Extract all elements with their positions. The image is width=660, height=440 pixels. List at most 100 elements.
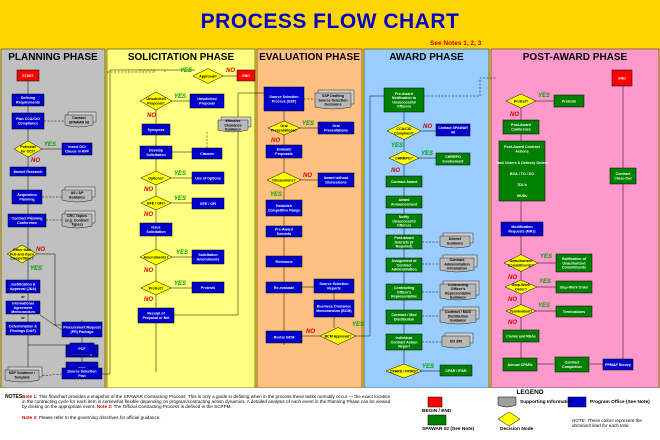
see-notes-link[interactable]: See Notes 1, 2, 3 xyxy=(430,40,482,47)
chrrpo-decision[interactable]: CHRRPO? xyxy=(388,150,420,166)
post-award-end-node[interactable]: END xyxy=(611,69,633,87)
protest-decision-solicitation[interactable]: Protest? xyxy=(140,280,172,296)
protests-box-solicitation-shape xyxy=(191,281,225,294)
protests-box-post-award[interactable]: Protests xyxy=(553,94,585,108)
pcf-box-hidden[interactable]: PCF xyxy=(69,342,95,355)
solicitation-end-node[interactable]: END xyxy=(236,69,256,82)
annual-cpars-box[interactable]: Annual CPARs xyxy=(502,357,538,372)
contract-mod-guidance-shape xyxy=(439,309,477,325)
contract-award-box[interactable]: Contract Award xyxy=(385,175,423,188)
protest-decision-post-award[interactable]: Protest? xyxy=(505,93,537,109)
issue-solicitation-box-shape xyxy=(139,222,173,237)
revisions-box[interactable]: Revisions xyxy=(265,255,303,268)
re-evaluate-box[interactable]: Re-evaluate xyxy=(265,281,303,294)
connector xyxy=(37,253,62,326)
options-decision[interactable]: Options? xyxy=(140,170,172,186)
gfe-gfi-decision[interactable]: GFE / GFI? xyxy=(140,195,172,211)
bcm-approval-decision[interactable]: BCM Approval? xyxy=(319,327,357,345)
dd350-info[interactable]: DD 350 xyxy=(441,332,474,349)
cpar-ipar-box[interactable]: CPAR / IPAR xyxy=(439,364,473,377)
procurement-request-box[interactable]: Procurement Request(PR) Package xyxy=(61,321,103,338)
protests-box-solicitation[interactable]: Protests xyxy=(191,281,225,294)
ppmap-survey-box[interactable]: PPMAP Survey xyxy=(602,358,634,371)
gfe-gfi-box[interactable]: GFE / GFI xyxy=(191,197,225,210)
cpars-decision[interactable]: CPARS / PPIRS? xyxy=(385,363,423,379)
start-node[interactable]: START xyxy=(16,69,40,82)
discussions-decision[interactable]: Discussions? xyxy=(266,171,302,189)
contract-completion-box-shape xyxy=(554,356,590,373)
synopses-box[interactable]: Synopses xyxy=(141,123,171,136)
claims-reas-box[interactable]: Claims and REAs xyxy=(502,329,540,343)
approval-decision[interactable]: Approval? xyxy=(192,68,224,84)
market-research-box[interactable]: Market Research xyxy=(9,166,47,177)
stop-work-order-box[interactable]: Stop-Work Order xyxy=(555,280,593,294)
justification-box[interactable]: Justification &Approval (J&A) xyxy=(5,279,41,294)
plan-cca-cio-box-shape xyxy=(11,112,45,130)
clauses-box[interactable]: Clauses xyxy=(191,147,223,160)
ssp-guidance-shape xyxy=(4,369,40,383)
revise-bcm-box[interactable]: Revise BCM xyxy=(265,330,303,344)
termination-decision[interactable]: Termination? xyxy=(505,304,537,318)
amendments-decision[interactable]: Amendments? xyxy=(139,248,173,266)
determination-box[interactable]: Determination &Findings (D&F) xyxy=(5,321,41,336)
ssp-guidance[interactable]: SSP Guidance /Template xyxy=(4,366,43,383)
terminations-box[interactable]: Terminations xyxy=(555,305,593,318)
use-of-options-box[interactable]: Use of Options xyxy=(191,171,225,185)
approval-no: NO xyxy=(226,68,235,74)
